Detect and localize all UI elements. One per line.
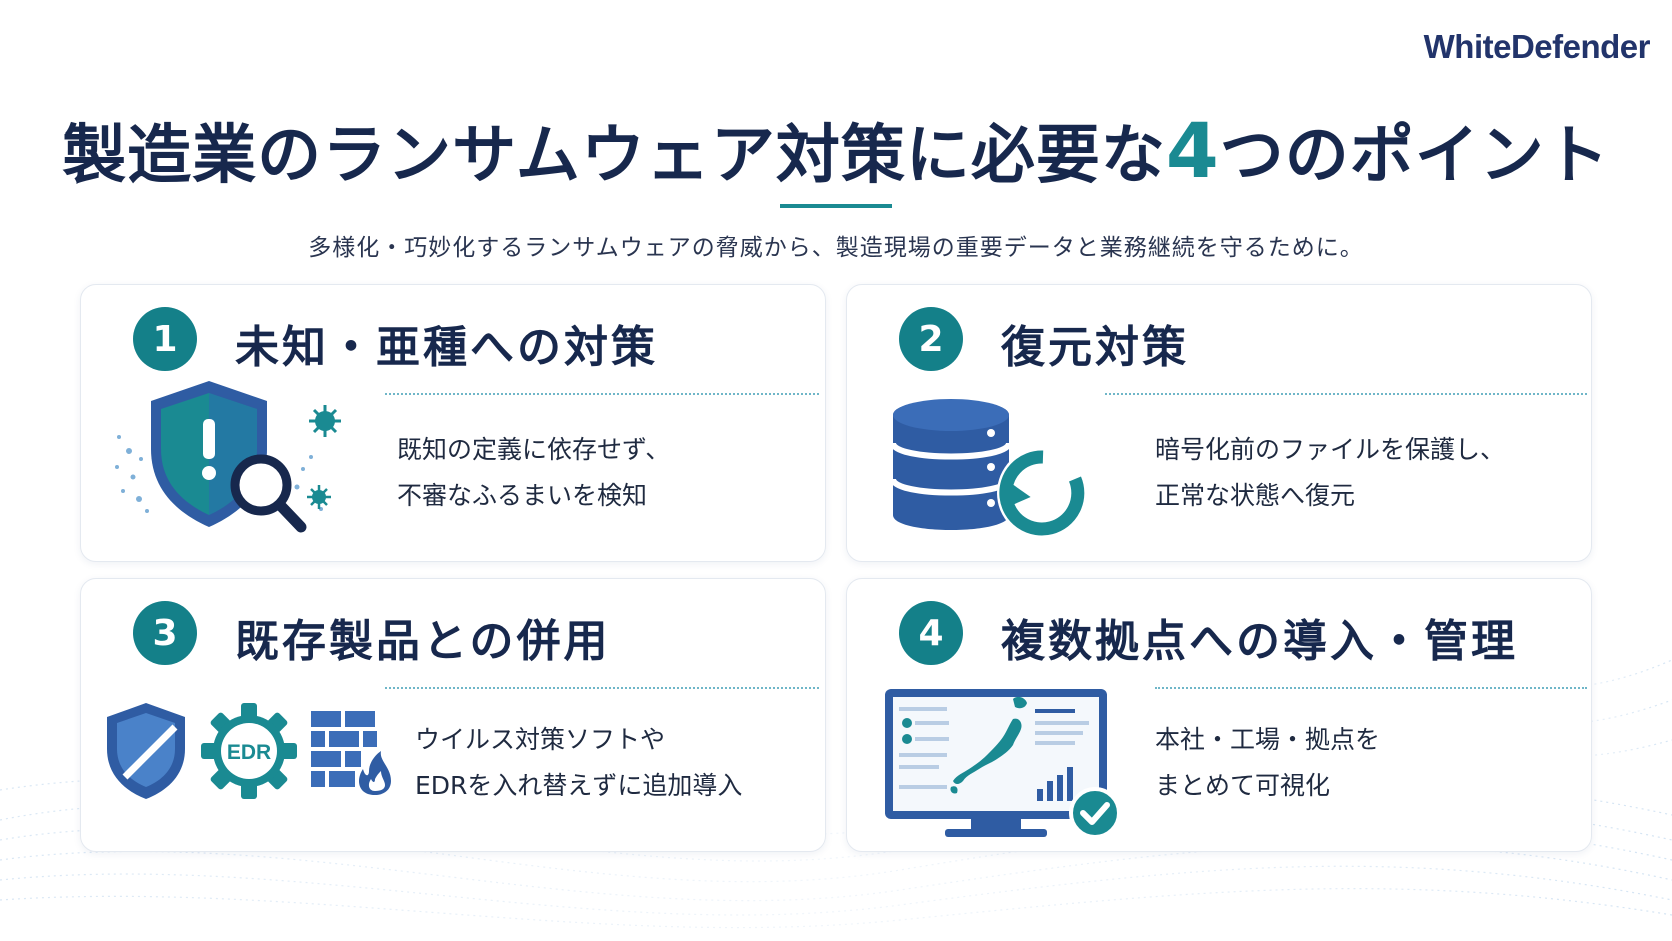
point-number-badge: 4 [899, 601, 963, 665]
point-title: 複数拠点への導入・管理 [1001, 616, 1518, 667]
point-title: 既存製品との併用 [235, 616, 611, 667]
title-underline [780, 204, 892, 208]
point-card-4: 4 複数拠点への導入・管理 本社・工場・拠点を まとめて可視化 [846, 578, 1592, 852]
title-main: 製造業のランサムウェア対策に必要な [62, 119, 1166, 193]
shield-magnifier-icon [115, 381, 341, 533]
point-title: 未知・亜種への対策 [235, 322, 658, 373]
page-title: 製造業のランサムウェア対策に必要な4つのポイント [0, 104, 1672, 196]
edr-badge-text: EDR [227, 741, 271, 764]
point-number-badge: 2 [899, 307, 963, 371]
point-card-1: 1 未知・亜種への対策 既知の定義に依存せ [80, 284, 826, 562]
brand-logo: WhiteDefender [1423, 28, 1651, 65]
database-restore-icon [893, 399, 1089, 539]
point-description: 暗号化前のファイルを保護し、 正常な状態へ復元 [1155, 435, 1506, 510]
title-tail: つのポイント [1219, 119, 1610, 193]
point-card-2: 2 復元対策 暗号化前のファイルを保護し、 正常な状態へ復元 [846, 284, 1592, 562]
point-card-3: 3 既存製品との併用 EDR [80, 578, 826, 852]
title-accent-number: 4 [1165, 106, 1220, 195]
dotted-divider [385, 393, 819, 395]
point-description: 本社・工場・拠点を まとめて可視化 [1155, 725, 1381, 800]
firewall-icon [311, 711, 391, 795]
point-title: 復元対策 [1001, 322, 1189, 373]
dotted-divider [385, 687, 819, 689]
page-subtitle: 多様化・巧妙化するランサムウェアの脅威から、製造現場の重要データと業務継続を守る… [308, 235, 1364, 261]
shield-icon [107, 703, 185, 799]
dotted-divider [1105, 393, 1587, 395]
point-number-badge: 3 [133, 601, 197, 665]
dotted-divider [1155, 687, 1587, 689]
security-products-icon: EDR [103, 701, 393, 805]
point-number-badge: 1 [133, 307, 197, 371]
point-description: ウイルス対策ソフトや EDRを入れ替えずに追加導入 [415, 725, 743, 800]
monitor-map-icon [885, 689, 1121, 839]
edr-gear-icon: EDR [201, 703, 297, 799]
point-description: 既知の定義に依存せず、 不審なふるまいを検知 [397, 435, 671, 510]
